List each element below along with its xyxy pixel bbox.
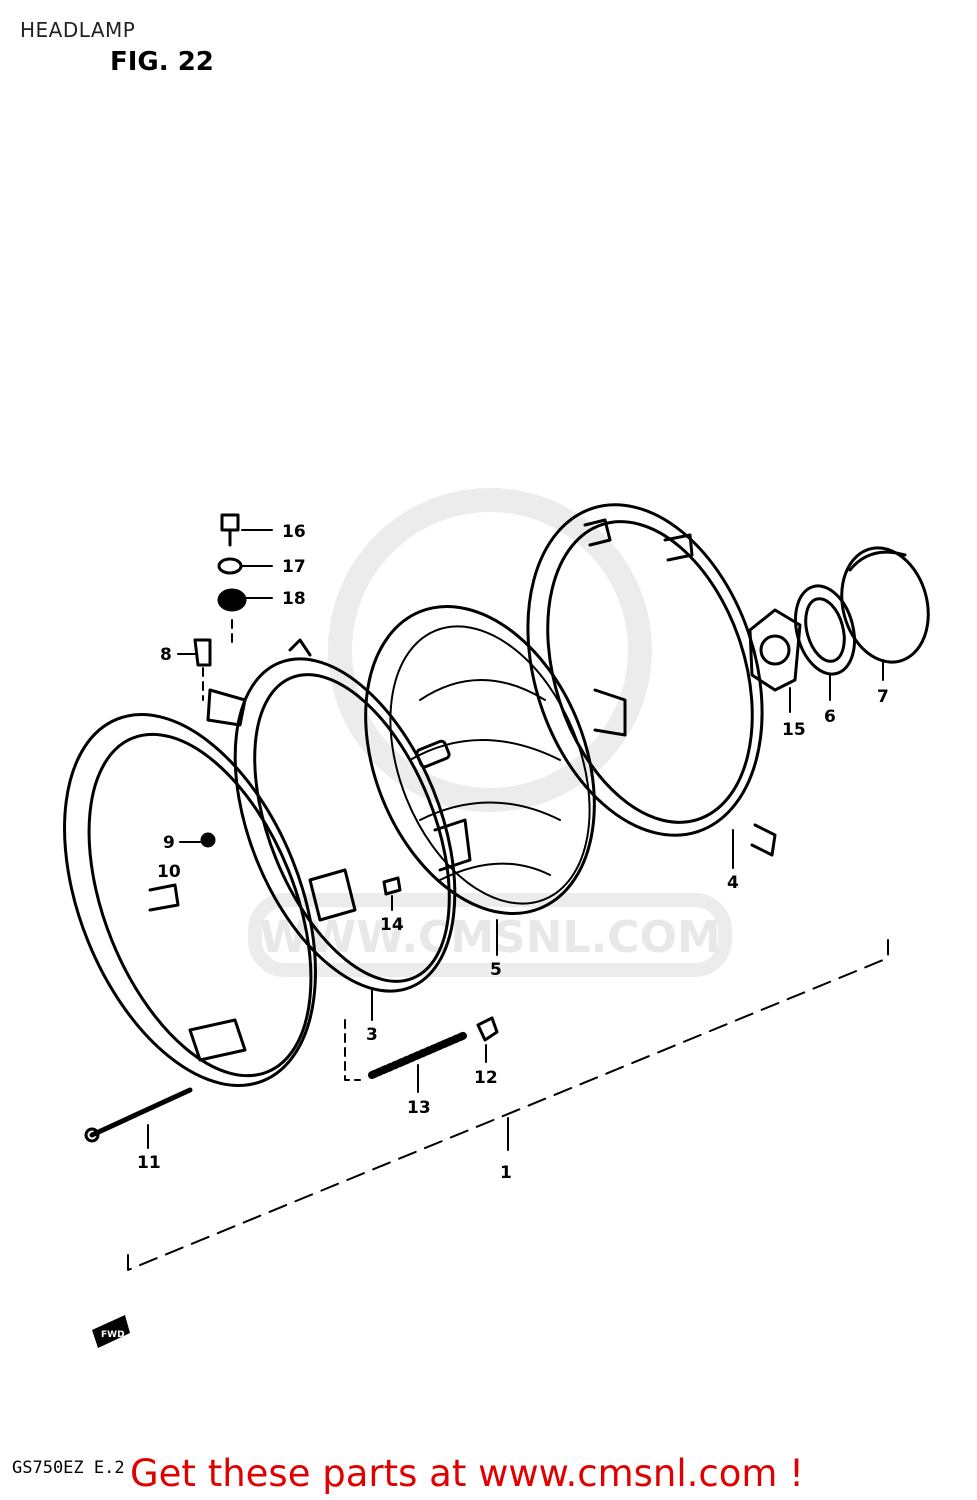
part-16-screw [220,513,273,547]
part-6-holder [794,584,856,676]
callout-11: 11 [137,1153,161,1173]
callout-9: 9 [163,833,175,853]
callout-7: 7 [877,687,889,707]
callout-3: 3 [366,1025,378,1045]
callout-12: 12 [474,1068,498,1088]
callout-1: 1 [500,1163,512,1183]
watermark-text: WWW.CMSNL.COM [259,912,721,963]
callout-8: 8 [160,645,172,665]
fwd-arrow-icon: FWD [92,1315,130,1348]
callout-13: 13 [407,1098,431,1118]
callout-14: 14 [380,915,404,935]
model-code: GS750EZ E.2 [12,1458,125,1478]
fwd-label: FWD [101,1330,125,1340]
part-13-spring [344,1019,469,1093]
callout-5: 5 [490,960,502,980]
part-11-screw [84,1087,193,1149]
figure-label: FIG. 22 [110,47,214,77]
part-14-screw [382,876,402,911]
part-18-cushion [217,588,273,646]
part-7-cover [840,546,930,664]
callout-15: 15 [782,720,806,740]
callout-18: 18 [282,589,306,609]
part-3-ring [233,638,457,993]
part-9-nut [179,832,216,848]
part-12-nut [476,1016,499,1063]
part-1-assembly-line [127,939,889,1271]
watermark: WWW.CMSNL.COM [248,488,732,977]
callout-16: 16 [282,522,306,542]
callout-4: 4 [727,873,739,893]
part-5-lens-unit [364,605,627,915]
callout-10: 10 [157,862,181,882]
page-title: HEADLAMP [20,18,136,42]
part-15-socket [748,608,802,692]
part-17-washer [217,557,273,575]
part-10-rim [63,688,317,1087]
promo-link[interactable]: Get these parts at www.cmsnl.com ! [130,1452,805,1495]
part-8-screw [177,638,212,701]
callout-17: 17 [282,557,306,577]
callout-6: 6 [824,707,836,727]
